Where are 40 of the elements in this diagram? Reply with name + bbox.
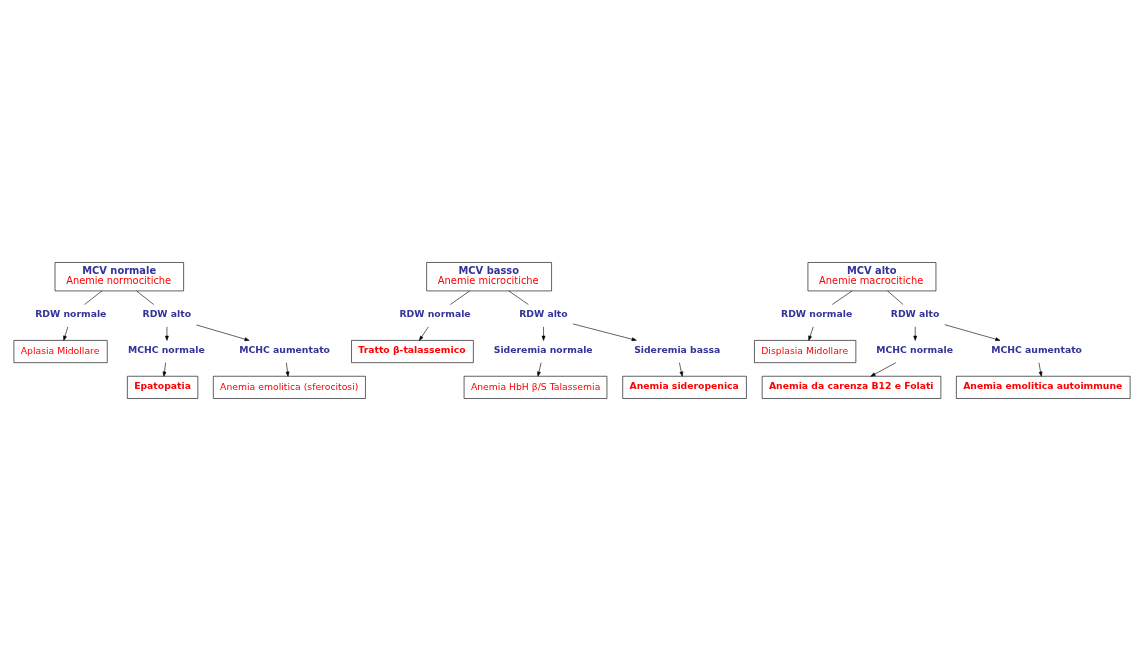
node-box: Anemia da carenza B12 e Folati — [761, 375, 942, 399]
node-box: Epatopatia — [127, 375, 199, 399]
node-text: RDW normale — [781, 307, 853, 319]
node-text: Sideremia bassa — [634, 343, 721, 355]
arrow — [944, 323, 1001, 341]
arrow — [913, 326, 918, 341]
arrow — [63, 326, 69, 341]
node-box: Tratto β-talassemico — [351, 339, 474, 363]
node-box: MCV normale Anemie normocitiche — [54, 261, 184, 291]
node-box: Anemia emolitica autoimmune — [956, 375, 1131, 399]
arrow — [541, 326, 546, 341]
node-box: Aplasia Midollare — [13, 339, 108, 363]
arrow — [808, 326, 814, 341]
connector — [508, 290, 529, 305]
node-text: RDW normale — [35, 307, 107, 319]
node-box: Displasia Midollare — [754, 339, 857, 363]
node-text: RDW alto — [890, 307, 940, 319]
node-text: Sideremia normale — [493, 343, 593, 355]
arrow — [537, 361, 542, 377]
node-box: Anemia sideropenica — [622, 375, 747, 399]
node-text: RDW normale — [399, 307, 471, 319]
node-box: MCV alto Anemie macrocitiche — [807, 261, 937, 291]
node-text: RDW alto — [519, 307, 568, 319]
node-text: MCHC normale — [876, 343, 953, 355]
node-text: MCHC normale — [127, 343, 205, 355]
arrow — [162, 361, 167, 377]
arrow — [870, 361, 897, 377]
arrow — [196, 324, 250, 341]
arrow — [1038, 361, 1043, 377]
node-box: Anemia emolitica (sferocitosi) — [213, 375, 366, 399]
node-box: MCV basso Anemie microcitiche — [426, 261, 552, 291]
node-text: MCHC aumentato — [991, 343, 1082, 355]
node-box: Anemia HbH β/S Talassemia — [463, 375, 608, 399]
arrow — [165, 326, 169, 341]
arrow — [285, 361, 290, 377]
arrow — [679, 361, 684, 377]
node-text: RDW alto — [142, 307, 192, 319]
node-text: MCHC aumentato — [239, 343, 330, 355]
arrow — [419, 326, 429, 341]
arrow — [572, 323, 637, 341]
